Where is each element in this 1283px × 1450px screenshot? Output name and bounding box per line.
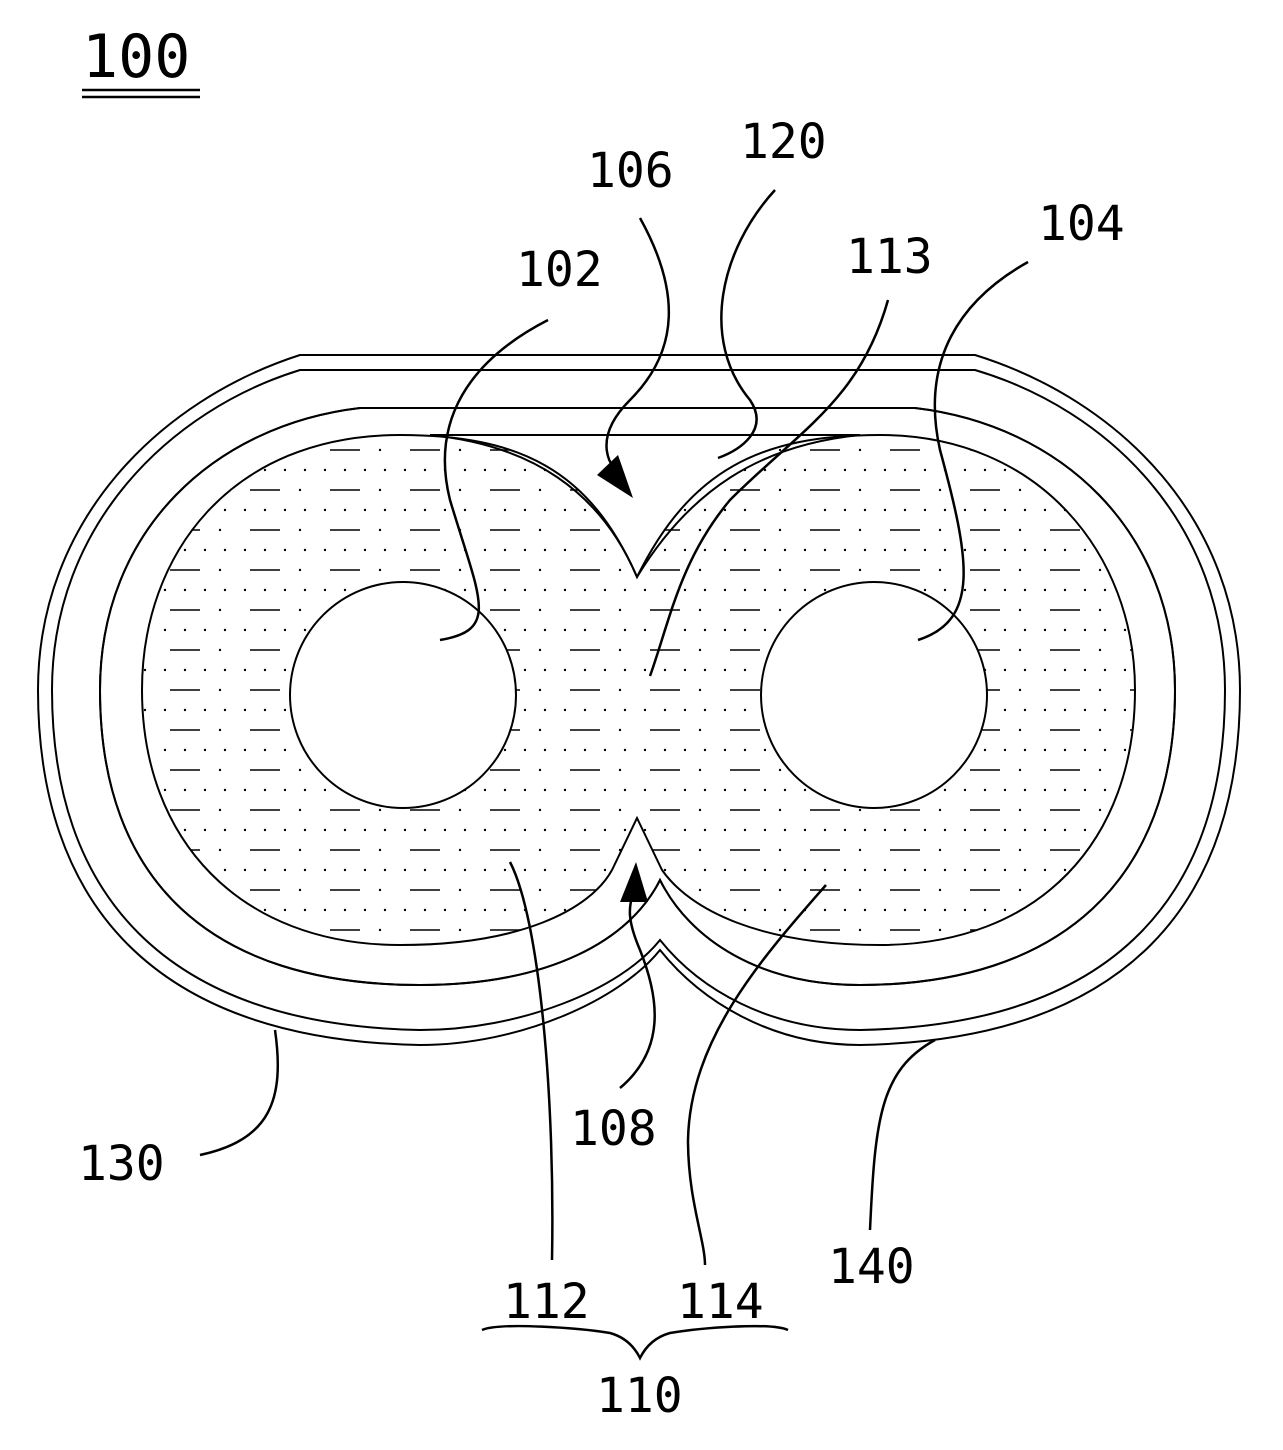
conductor-102 xyxy=(289,581,517,809)
leader-114 xyxy=(686,884,827,1266)
arrow-106 xyxy=(597,455,633,498)
label-140: 140 xyxy=(828,1239,915,1295)
shield-hatch xyxy=(98,407,1177,987)
outer-jacket xyxy=(36,354,1242,1047)
figure-number: 100 xyxy=(82,22,200,99)
leader-120 xyxy=(717,189,776,460)
insulation-fill-pattern xyxy=(142,435,1135,945)
outer-jacket-inner-line xyxy=(50,369,1227,1032)
leader-102 xyxy=(439,318,549,642)
label-106: 106 xyxy=(587,143,674,199)
brace-110 xyxy=(481,1324,789,1361)
label-113: 113 xyxy=(846,229,933,285)
label-130: 130 xyxy=(78,1136,165,1192)
arrow-108 xyxy=(620,862,648,902)
leader-140 xyxy=(868,1038,936,1231)
leader-104 xyxy=(917,260,1029,642)
leader-112 xyxy=(508,861,554,1261)
label-102: 102 xyxy=(516,242,603,298)
label-114: 114 xyxy=(677,1274,764,1330)
conductor-104 xyxy=(760,581,988,809)
leader-130 xyxy=(199,1029,279,1157)
figure-number-text: 100 xyxy=(82,22,190,92)
leader-106 xyxy=(605,217,671,480)
label-120: 120 xyxy=(740,114,827,170)
upper-filler-106 xyxy=(429,434,861,580)
label-112: 112 xyxy=(503,1274,590,1330)
leader-108 xyxy=(619,889,656,1089)
label-110: 110 xyxy=(596,1368,683,1424)
label-108: 108 xyxy=(570,1101,657,1157)
leader-113 xyxy=(648,299,890,677)
label-104: 104 xyxy=(1038,196,1125,252)
